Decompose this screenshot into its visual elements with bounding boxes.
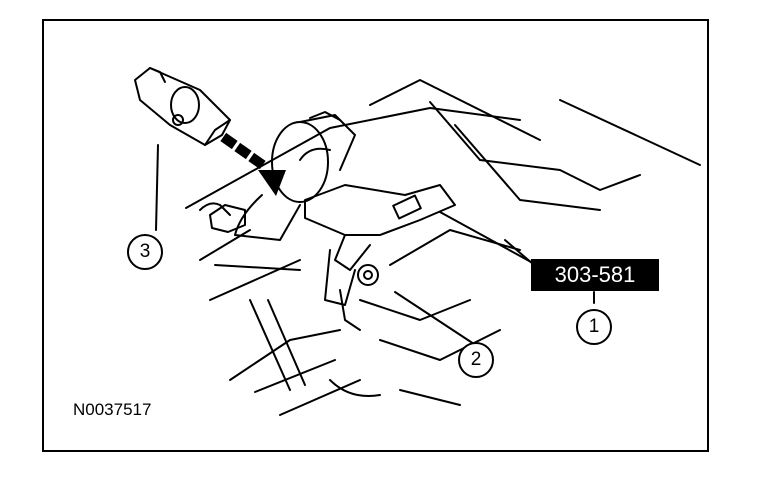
callout-1: 1 [576,309,612,345]
removal-arrow [220,132,286,196]
special-tool-303-581 [304,184,456,306]
left-bolt [209,204,246,233]
roller-follower [134,67,231,146]
engine-block-lines [185,79,701,416]
rocker-arm-pivot [339,264,379,331]
valve-cover-boss [234,111,356,241]
tool-number-label: 303-581 [531,259,659,291]
tool-label-leader [439,211,532,263]
callout-2: 2 [458,342,494,378]
callout-2-leader [394,291,475,345]
callout-3: 3 [127,234,163,270]
figure-id: N0037517 [73,400,152,419]
callout-3-leader [155,144,159,231]
